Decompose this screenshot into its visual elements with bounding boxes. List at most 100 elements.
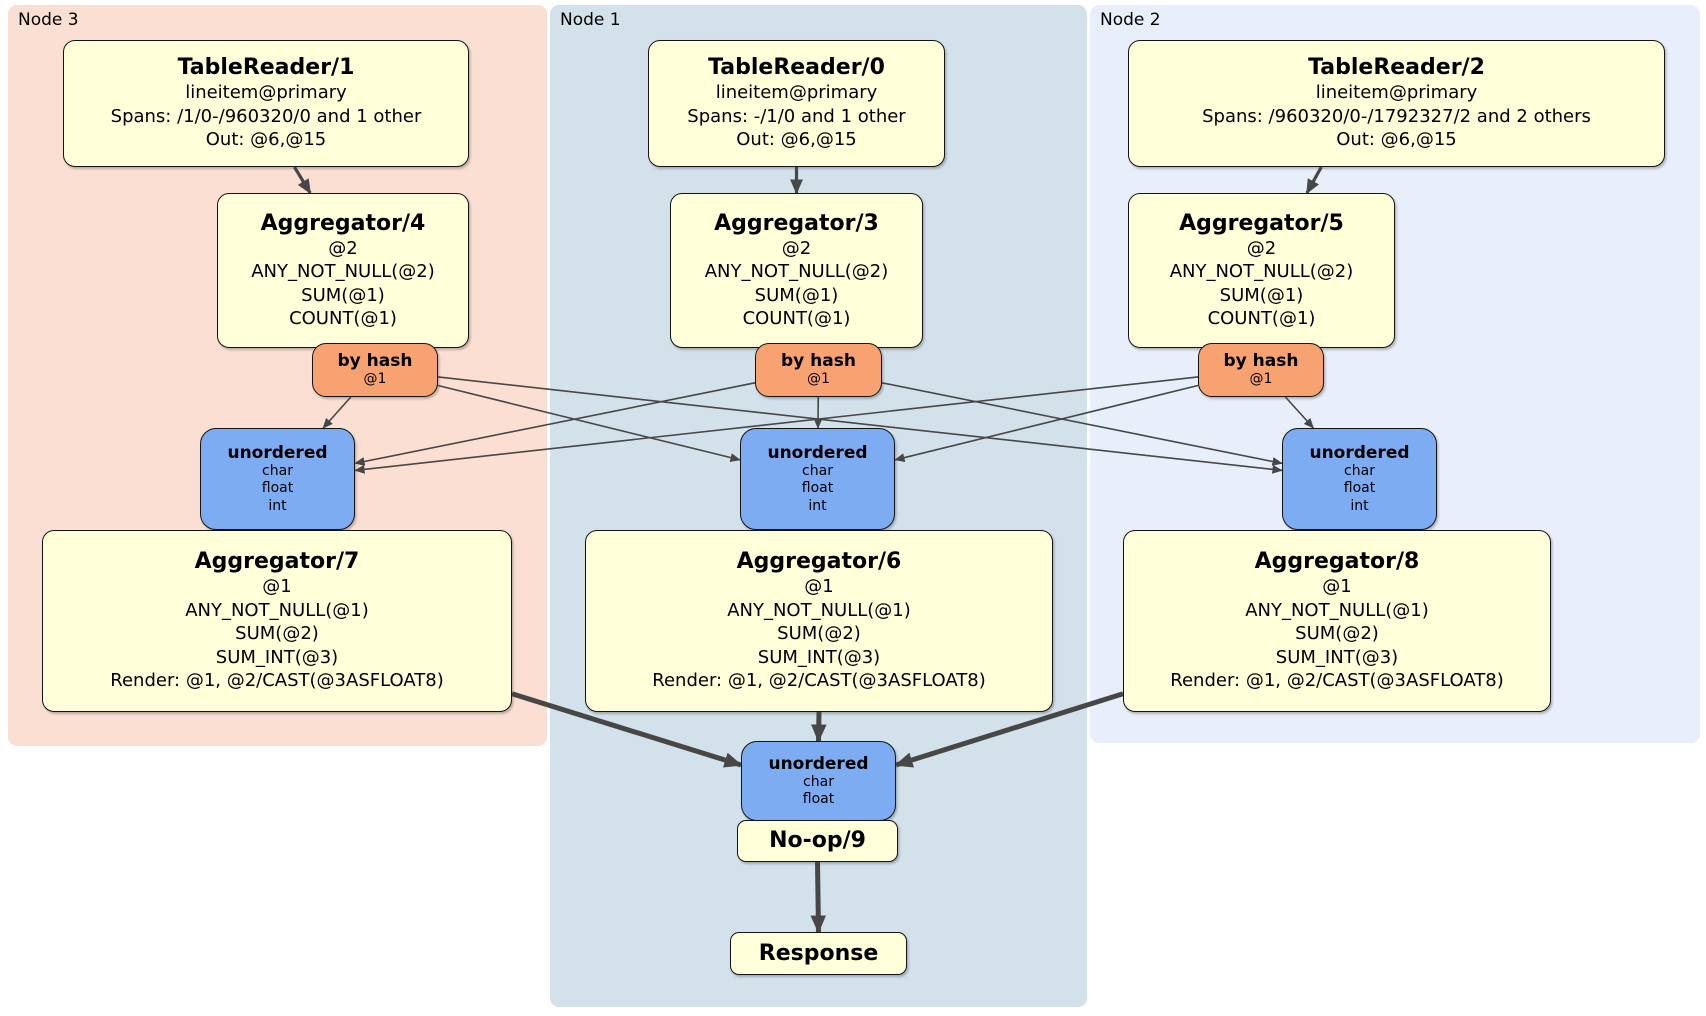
tablereader-0-box: TableReader/0 lineitem@primary Spans: -/…	[648, 40, 945, 167]
sync-line: float	[801, 480, 834, 497]
box-title: No-op/9	[769, 828, 866, 853]
sync-title: unordered	[768, 753, 869, 774]
by-hash-router-node1: by hash @1	[755, 343, 882, 397]
box-line: COUNT(@1)	[1207, 308, 1316, 329]
edge-tr2-to-agg5	[1305, 166, 1323, 195]
sync-line: char	[262, 462, 293, 479]
box-title: TableReader/2	[1308, 55, 1485, 81]
router-line: @1	[807, 371, 830, 388]
by-hash-router-node3: by hash @1	[312, 343, 438, 397]
aggregator-5-box: Aggregator/5 @2 ANY_NOT_NULL(@2) SUM(@1)…	[1128, 193, 1395, 348]
sync-line: float	[1343, 480, 1376, 497]
sync-title: unordered	[1309, 442, 1410, 463]
box-line: Out: @6,@15	[1336, 129, 1457, 151]
sync-line: char	[803, 773, 834, 790]
box-line: Out: @6,@15	[205, 129, 327, 151]
aggregator-6-box: Aggregator/6 @1 ANY_NOT_NULL(@1) SUM(@2)…	[585, 530, 1053, 712]
box-line: SUM(@2)	[235, 623, 319, 645]
edge-byhash2-to-unordered2	[1284, 396, 1315, 429]
box-line: lineitem@primary	[1315, 82, 1478, 104]
box-title: Aggregator/5	[1179, 210, 1344, 236]
box-line: ANY_NOT_NULL(@1)	[727, 599, 911, 621]
sync-line: char	[1344, 462, 1375, 479]
unordered-sync-node3: unordered char float int	[200, 428, 355, 530]
box-line: @1	[1322, 576, 1352, 598]
aggregator-8-box: Aggregator/8 @1 ANY_NOT_NULL(@1) SUM(@2)…	[1123, 530, 1551, 712]
node2-region-label: Node 2	[1100, 10, 1161, 30]
unordered-sync-node2: unordered char float int	[1282, 428, 1437, 530]
aggregator-3-box: Aggregator/3 @2 ANY_NOT_NULL(@2) SUM(@1)…	[670, 193, 923, 348]
edge-byhash3-to-unordered1	[437, 384, 741, 462]
box-line: SUM_INT(@3)	[1275, 646, 1399, 668]
sync-line: float	[261, 480, 294, 497]
unordered-sync-final: unordered char float	[741, 741, 896, 821]
sync-line: float	[802, 791, 835, 807]
box-line: ANY_NOT_NULL(@2)	[251, 261, 435, 282]
tablereader-2-box: TableReader/2 lineitem@primary Spans: /9…	[1128, 40, 1665, 167]
router-line: @1	[363, 371, 387, 388]
box-line: Spans: /960320/0-/1792327/2 and 2 others	[1202, 105, 1591, 127]
box-line: lineitem@primary	[185, 82, 347, 104]
box-line: Render: @1, @2/CAST(@3ASFLOAT8)	[1170, 670, 1504, 692]
edge-byhash3-to-unordered2	[437, 376, 1283, 474]
sync-line: int	[1350, 497, 1369, 514]
edge-noop9-to-response	[810, 861, 827, 934]
box-line: SUM(@2)	[777, 623, 861, 645]
edge-byhash1-to-unordered3	[354, 382, 756, 466]
router-title: by hash	[337, 351, 413, 372]
box-line: COUNT(@1)	[289, 308, 397, 329]
box-line: SUM(@1)	[1219, 284, 1304, 306]
box-line: Render: @1, @2/CAST(@3ASFLOAT8)	[110, 670, 444, 692]
edge-byhash3-to-unordered3	[322, 396, 352, 429]
unordered-sync-node1: unordered char float int	[740, 428, 895, 530]
box-line: Spans: /1/0-/960320/0 and 1 other	[110, 105, 422, 127]
sync-title: unordered	[227, 442, 328, 463]
edge-byhash2-to-unordered3	[354, 376, 1199, 474]
box-line: SUM(@1)	[301, 284, 385, 306]
router-line: @1	[1249, 371, 1273, 388]
box-line: ANY_NOT_NULL(@1)	[185, 599, 369, 621]
edge-agg7-to-unordered_final	[511, 691, 743, 768]
sync-line: char	[802, 462, 833, 479]
router-title: by hash	[781, 351, 856, 372]
box-title: Aggregator/7	[194, 549, 360, 575]
box-line: SUM_INT(@3)	[757, 646, 881, 668]
edge-agg8-to-unordered_final	[894, 691, 1124, 768]
aggregator-7-box: Aggregator/7 @1 ANY_NOT_NULL(@1) SUM(@2)…	[42, 530, 512, 712]
edge-agg6-to-unordered_final	[811, 711, 827, 743]
node1-region-label: Node 1	[560, 10, 621, 30]
box-line: @1	[262, 576, 292, 598]
box-title: Aggregator/4	[260, 210, 426, 236]
box-title: Aggregator/8	[1254, 549, 1420, 575]
box-line: lineitem@primary	[715, 82, 878, 104]
by-hash-router-node2: by hash @1	[1198, 343, 1324, 397]
box-line: @2	[781, 237, 812, 259]
box-title: Aggregator/6	[736, 549, 902, 575]
sync-line: int	[268, 497, 287, 514]
box-title: Aggregator/3	[714, 210, 879, 236]
box-line: ANY_NOT_NULL(@1)	[1245, 599, 1429, 621]
box-line: ANY_NOT_NULL(@2)	[1169, 261, 1354, 282]
box-line: SUM(@2)	[1295, 623, 1379, 645]
box-line: ANY_NOT_NULL(@2)	[704, 261, 889, 282]
box-line: @2	[1246, 237, 1277, 259]
box-line: COUNT(@1)	[742, 308, 851, 329]
response-box: Response	[730, 932, 907, 975]
node3-region-label: Node 3	[18, 10, 79, 30]
edge-byhash1-to-unordered2	[881, 382, 1283, 466]
box-line: Render: @1, @2/CAST(@3ASFLOAT8)	[652, 670, 986, 692]
sync-title: unordered	[767, 442, 868, 463]
aggregator-4-box: Aggregator/4 @2 ANY_NOT_NULL(@2) SUM(@1)…	[217, 193, 469, 348]
box-line: SUM_INT(@3)	[215, 646, 339, 668]
box-line: @2	[328, 237, 358, 259]
router-title: by hash	[1223, 351, 1299, 372]
box-title: TableReader/1	[177, 55, 355, 81]
box-line: Spans: -/1/0 and 1 other	[687, 105, 906, 127]
edge-byhash2-to-unordered1	[894, 384, 1199, 463]
edge-tr1-to-agg4	[293, 166, 312, 195]
sync-line: int	[808, 497, 827, 514]
box-line: Out: @6,@15	[736, 129, 857, 151]
tablereader-1-box: TableReader/1 lineitem@primary Spans: /1…	[63, 40, 469, 167]
